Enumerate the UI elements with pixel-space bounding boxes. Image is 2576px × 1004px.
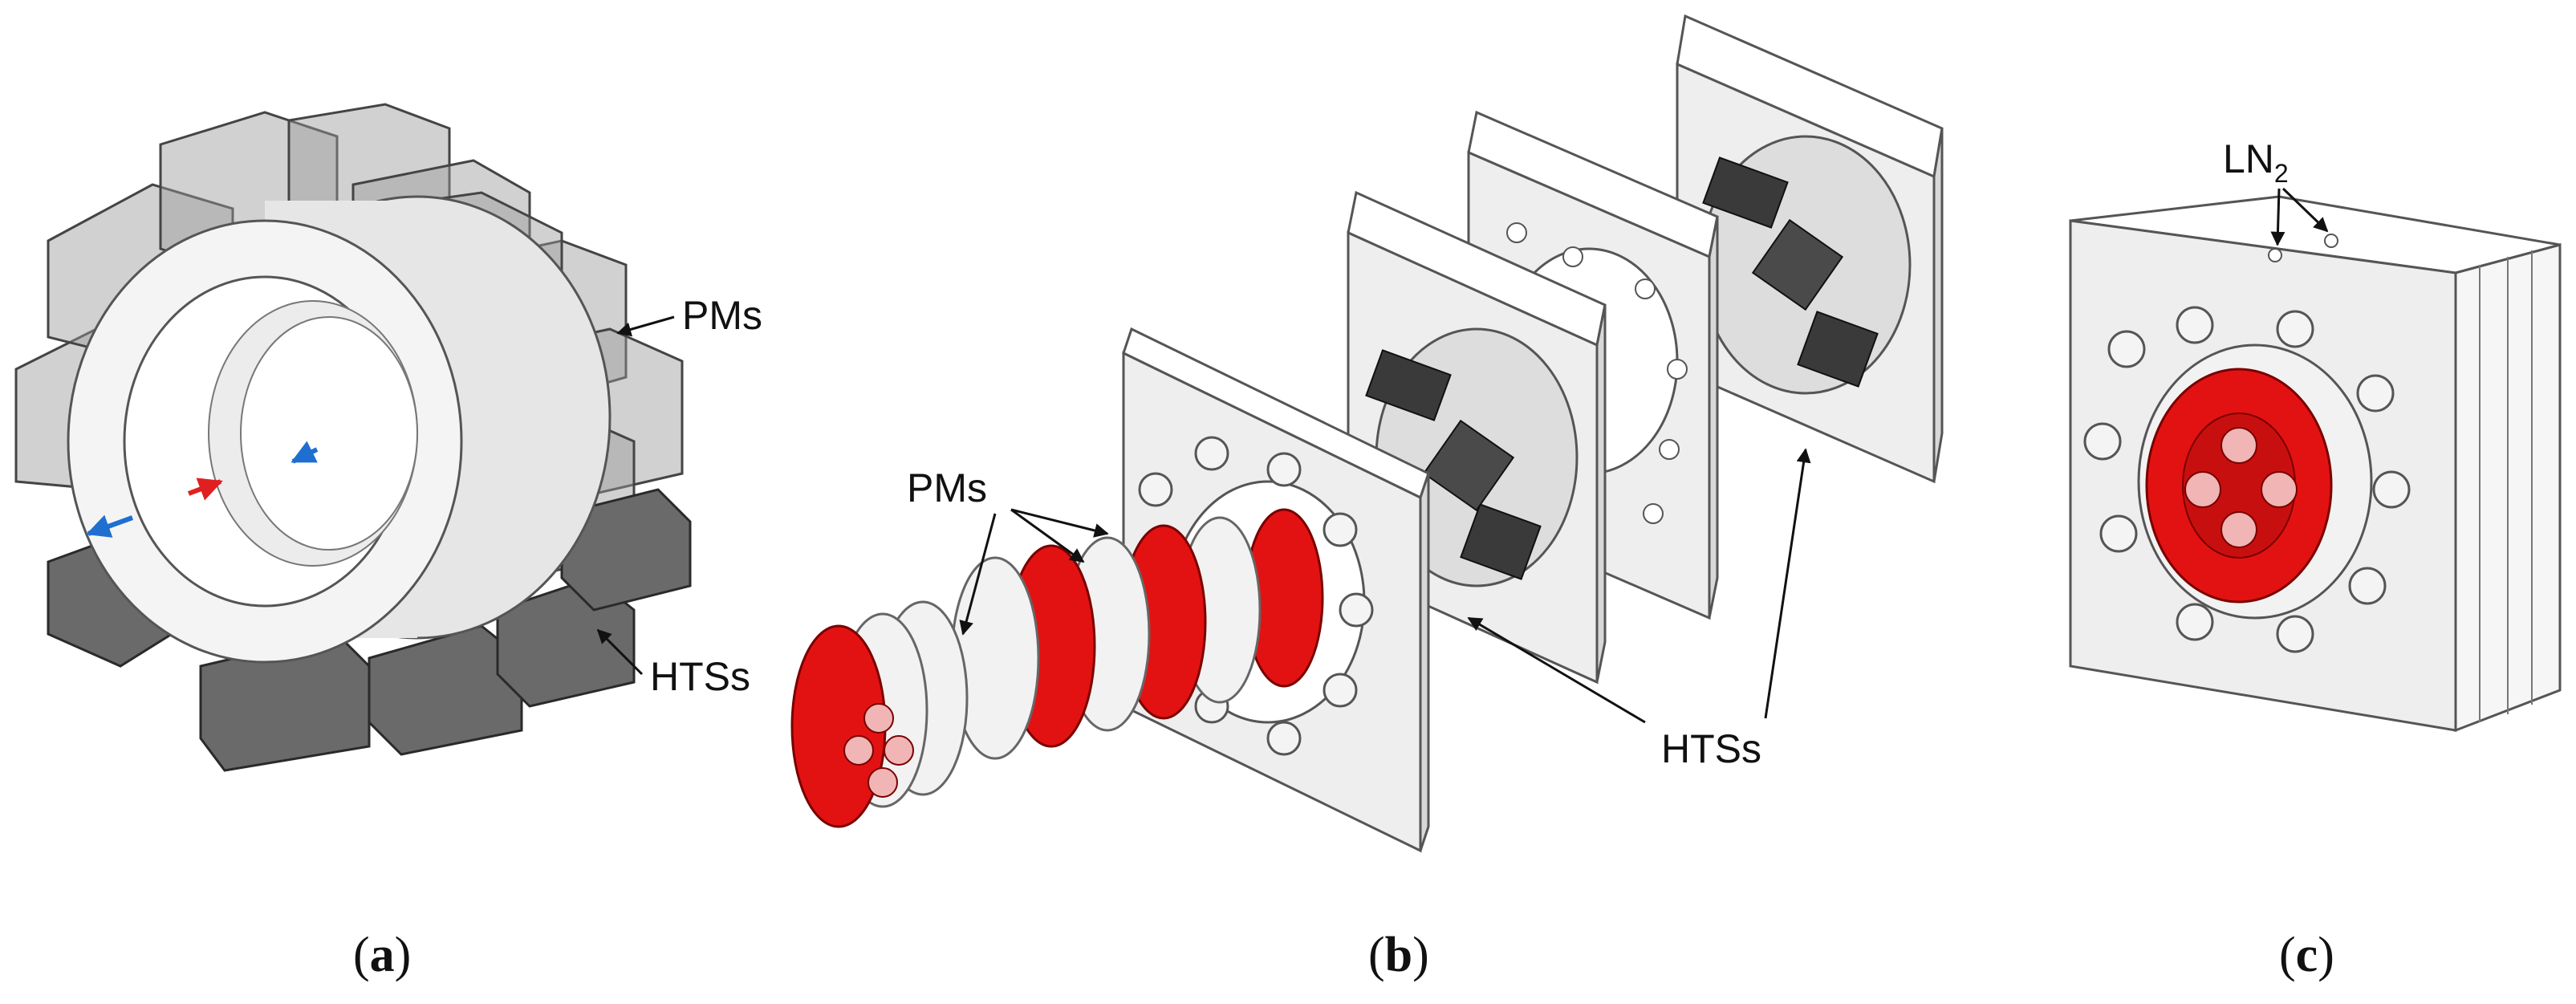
magnetization-arrow-blue-left (86, 514, 134, 538)
pm-ring-stack (67, 195, 611, 664)
caption-c: (c) (2279, 928, 2334, 982)
leader-line-pms-b-1 (1010, 508, 1109, 538)
magnetization-arrow-red (187, 478, 223, 501)
leader-line-ln2-2 (2281, 187, 2329, 233)
rotor-end-c (2137, 343, 2373, 620)
leader-line-htss-a (596, 628, 644, 676)
plate-back (1676, 14, 1944, 484)
label-pms-b: PMs (907, 465, 987, 510)
label-htss-b: HTSs (1661, 726, 1761, 771)
caption-a: (a) (353, 928, 411, 982)
plate-holes (1506, 222, 1688, 524)
leader-line-htss-b-1 (1467, 616, 1646, 724)
label-htss-a: HTSs (650, 654, 750, 699)
panel-b: PMs HTSs (b) (790, 14, 1944, 982)
panel-c: LN2 (c) (2069, 136, 2562, 982)
panel-a: PMs HTSs (a) (14, 103, 762, 982)
caption-b: (b) (1368, 928, 1429, 982)
leader-line-pms-a (616, 315, 675, 337)
bolt-heads (1138, 436, 1374, 756)
leader-line-ln2-1 (2270, 188, 2285, 246)
plate-second (1347, 190, 1607, 685)
rotor-nuts (843, 703, 914, 798)
label-ln2: LN2 (2223, 136, 2289, 188)
leader-line-pms-b-3 (959, 513, 997, 636)
leader-line-pms-b-2 (1010, 508, 1085, 563)
label-pms-a: PMs (682, 293, 762, 338)
bolt-heads-c (2083, 306, 2411, 653)
pm-rotor-stack (790, 508, 1324, 828)
leader-line-htss-b-2 (1764, 448, 1811, 719)
magnetization-arrow-blue-right (291, 441, 319, 464)
